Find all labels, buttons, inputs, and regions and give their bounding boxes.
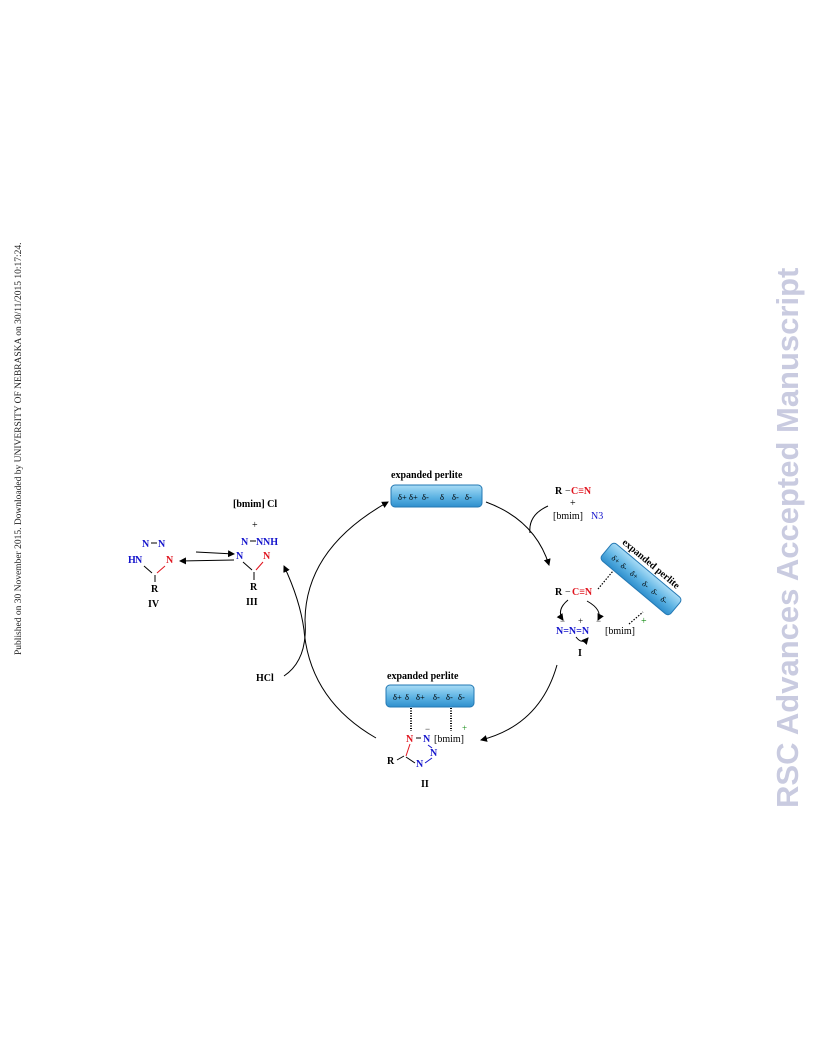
I-minus-2: − [596, 616, 601, 626]
arc-II-to-III [283, 565, 377, 739]
II-bmim: [bmim] [434, 734, 464, 745]
I-dash: − [565, 587, 571, 598]
II-label: II [421, 779, 429, 790]
intermediate-II: expanded perlite δ+ δ δ+ δ- δ- δ- N N − … [385, 671, 475, 790]
II-R: R [387, 756, 395, 767]
III-label: III [246, 597, 258, 608]
IV-N: N [158, 539, 166, 550]
product-IV: N N H N N R IV [128, 539, 174, 610]
top-charge: δ+ [398, 492, 407, 502]
I-plus: + [578, 616, 583, 626]
I-charge: δ- [619, 561, 630, 572]
I-charge: δ- [640, 579, 651, 590]
I-charge: δ- [649, 587, 660, 598]
III-R: R [250, 582, 258, 593]
product-III: [bmim] Cl + N N NH N N R III [233, 499, 278, 608]
II-charge: δ+ [416, 692, 425, 702]
I-bmim-charge: + [641, 616, 647, 627]
reagent-azide: N3 [591, 511, 603, 522]
II-N4: N [416, 759, 424, 770]
II-bmim-charge: + [462, 723, 467, 733]
III-N: N [241, 537, 249, 548]
intermediate-I-perlite: expanded perlite δ+ δ- δ+ δ- δ- δ- [600, 537, 682, 616]
top-charge: δ [440, 492, 444, 502]
arc-HCl-to-top [283, 501, 389, 677]
reagent-nitrile: C≡N [571, 486, 592, 497]
II-minus: − [425, 724, 430, 734]
II-box-label: expanded perlite [387, 671, 459, 682]
III-N: N [236, 551, 244, 562]
IV-N: N [142, 539, 150, 550]
top-box-label: expanded perlite [391, 470, 463, 481]
reagent-R: R [555, 486, 563, 497]
I-charge: δ- [659, 595, 670, 606]
arc-top-to-I [485, 501, 551, 566]
top-perlite-box [390, 484, 483, 508]
IV-N: N [135, 555, 143, 566]
II-perlite-box [385, 684, 475, 708]
III-N-red: N [263, 551, 271, 562]
equilibrium-arrows [179, 550, 235, 565]
top-charge: δ- [452, 492, 459, 502]
II-charge: δ- [458, 692, 465, 702]
II-charge: δ [405, 692, 409, 702]
reagent-bmim: [bmim] [553, 511, 583, 522]
reagent-plus: + [570, 498, 576, 509]
top-charge: δ- [465, 492, 472, 502]
reagents: R − C≡N + [bmim] N3 [553, 486, 603, 522]
IV-label: IV [148, 599, 160, 610]
II-N2: N [423, 734, 431, 745]
I-bmim: [bmim] [605, 626, 635, 637]
II-charge: δ- [446, 692, 453, 702]
III-N: N [256, 537, 264, 548]
arc-reagent-curve [529, 505, 549, 534]
reagent-dash: − [565, 486, 571, 497]
III-NH: NH [263, 537, 278, 548]
I-azide: N=N=N [556, 626, 590, 637]
I-minus: − [560, 616, 565, 626]
IV-H: H [128, 555, 136, 566]
I-nitrile: C≡N [572, 587, 593, 598]
IV-R: R [151, 584, 159, 595]
II-N1: N [406, 734, 414, 745]
intermediate-I: R − C≡N − + − N=N=N [bmim] + I [555, 570, 647, 659]
II-N3: N [430, 748, 438, 759]
hcl-label: HCl [256, 673, 274, 684]
II-charge: δ- [433, 692, 440, 702]
arc-I-to-II [480, 664, 558, 742]
I-label: I [578, 648, 582, 659]
III-plus: + [252, 520, 258, 531]
III-salt: [bmim] Cl [233, 499, 277, 510]
cycle-arrows [283, 501, 558, 742]
top-charge: δ- [422, 492, 429, 502]
IV-N-red: N [166, 555, 174, 566]
II-charge: δ+ [393, 692, 402, 702]
top-charge: δ+ [409, 492, 418, 502]
top-perlite-group: expanded perlite δ+ δ+ δ- δ δ- δ- [390, 470, 483, 508]
I-R: R [555, 587, 563, 598]
